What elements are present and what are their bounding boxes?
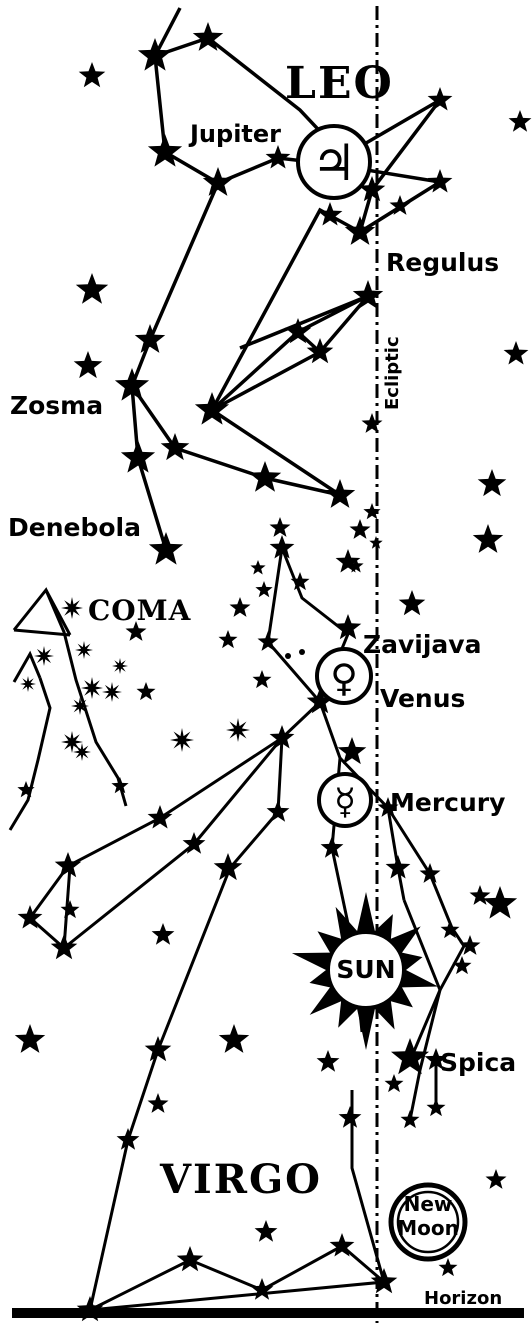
star-icon (371, 1268, 398, 1293)
star-icon (79, 62, 106, 87)
moon-label-line1: New (398, 1192, 458, 1216)
mercury-symbol: ☿ (334, 782, 356, 823)
star-icon (345, 216, 375, 245)
zosma-label: Zosma (10, 391, 103, 420)
star-icon (509, 110, 532, 132)
star-icon (427, 1098, 446, 1116)
jupiter-icon: ♃ (298, 126, 370, 198)
star-icon (20, 676, 36, 692)
star-icon (76, 273, 108, 304)
ecliptic-label: Ecliptic (382, 320, 403, 410)
star-icon (249, 461, 281, 492)
star-icon (401, 1110, 420, 1128)
star-icon (75, 641, 93, 659)
star-icon (61, 900, 80, 918)
mercury-icon: ☿ (319, 774, 371, 826)
jupiter-label: Jupiter (190, 120, 281, 148)
star-icon (339, 1106, 362, 1128)
star-icon (439, 1258, 458, 1276)
star-icon (385, 1074, 404, 1092)
denebola-label: Denebola (8, 513, 141, 542)
star-icon (226, 718, 250, 742)
leo-constellation-label: LEO (285, 58, 394, 109)
star-icon (34, 646, 54, 666)
horizon-label: Horizon (424, 1288, 502, 1309)
star-icon (299, 649, 305, 655)
star-icon (102, 682, 122, 702)
star-icon (478, 469, 507, 496)
coma-constellation-label: COMA (88, 594, 191, 627)
star-icon (473, 524, 503, 553)
star-icon (460, 935, 481, 955)
star-icon (161, 433, 190, 460)
star-icon (145, 1036, 172, 1061)
star-icon (255, 581, 272, 597)
spica-label: Spica (440, 1048, 516, 1077)
mercury-label: Mercury (390, 788, 505, 817)
moon-label-line2: Moon (396, 1216, 460, 1240)
zavijava-label: Zavijava (363, 630, 481, 659)
star-icon (420, 863, 441, 883)
star-icon (504, 341, 529, 365)
star-icon (135, 324, 165, 353)
star-icon (267, 800, 290, 822)
star-icon (230, 597, 251, 617)
star-icon (148, 134, 182, 167)
star-icon (255, 1220, 278, 1242)
star-icon (177, 1246, 204, 1271)
star-icon (219, 630, 238, 648)
star-icon (15, 1024, 45, 1053)
star-field (15, 22, 532, 1321)
regulus-label: Regulus (386, 248, 499, 277)
star-icon (111, 777, 128, 793)
star-icon (285, 653, 291, 659)
star-icon (399, 590, 426, 615)
jupiter-symbol: ♃ (312, 134, 357, 192)
star-icon (251, 1278, 274, 1300)
star-icon (170, 728, 194, 752)
star-icon (486, 1169, 507, 1189)
star-icon (391, 1038, 429, 1074)
venus-label: Venus (380, 684, 465, 713)
star-icon (152, 923, 175, 945)
star-icon (325, 479, 355, 508)
star-icon (453, 956, 472, 974)
venus-symbol: ♀ (330, 656, 358, 700)
sun-label: SUN (334, 955, 398, 984)
star-icon (253, 670, 272, 688)
virgo-constellation-label: VIRGO (160, 1156, 322, 1203)
star-icon (121, 440, 155, 473)
star-icon (258, 631, 279, 651)
star-icon (353, 280, 383, 309)
star-icon (137, 682, 156, 700)
star-icon (149, 532, 183, 565)
star-icon (61, 597, 83, 619)
star-icon (250, 560, 265, 575)
star-icon (81, 677, 103, 699)
star-icon (148, 1093, 169, 1113)
star-icon (203, 167, 233, 196)
star-icon (219, 1024, 249, 1053)
star-icon (483, 886, 517, 919)
star-icon (350, 519, 371, 539)
star-icon (71, 697, 89, 715)
star-icon (74, 351, 103, 378)
star-icon (362, 413, 383, 433)
star-icon (317, 1050, 340, 1072)
star-icon (266, 145, 291, 169)
star-icon (148, 805, 173, 829)
star-icon (270, 517, 291, 537)
star-icon (112, 658, 128, 674)
star-icon (73, 743, 91, 761)
